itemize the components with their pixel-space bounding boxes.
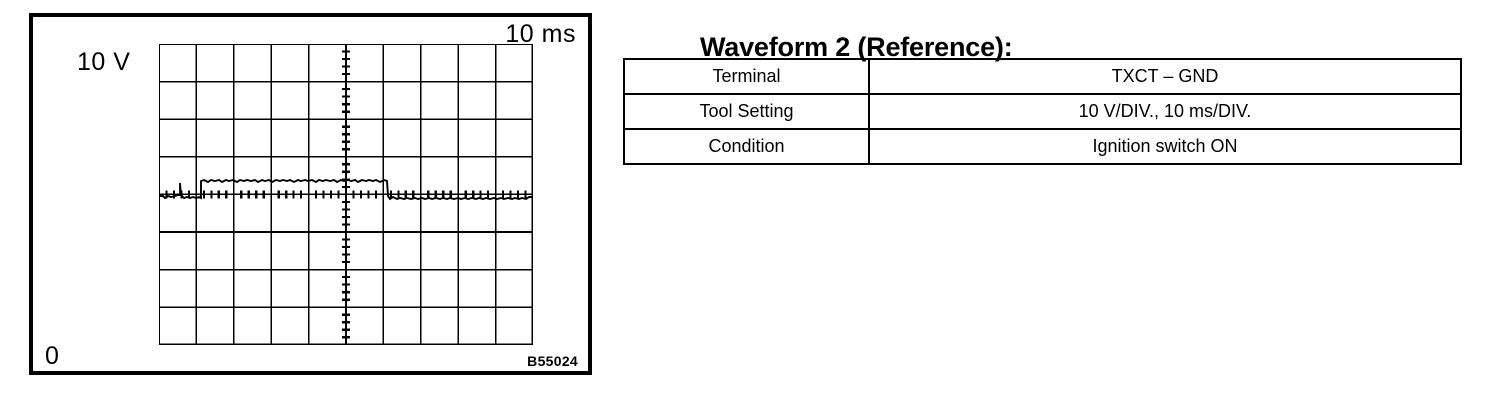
table-row: Terminal TXCT – GND [623,58,1462,95]
table-row: Tool Setting 10 V/DIV., 10 ms/DIV. [623,93,1462,130]
figure-code-label: B55024 [527,353,578,369]
volts-per-division-label: 10 V [77,48,131,76]
waveform-trace [159,178,532,201]
center-horizontal-axis [159,190,533,199]
row-value-tool-setting: 10 V/DIV., 10 ms/DIV. [868,93,1462,130]
waveform-spec-table: Terminal TXCT – GND Tool Setting 10 V/DI… [623,58,1462,165]
waveform-graticule [159,44,533,345]
oscilloscope-screen: 10 V 10 ms 0 B55024 [33,17,588,371]
waveform-info-pane: Waveform 2 (Reference): Terminal TXCT – … [623,0,1468,402]
zero-level-label: 0 [45,342,59,370]
row-label-condition: Condition [623,128,870,165]
spec-table-body: Terminal TXCT – GND Tool Setting 10 V/DI… [623,58,1462,165]
time-per-division-label: 10 ms [505,20,576,48]
page-title: Waveform 2 (Reference): [700,32,1013,63]
row-label-tool-setting: Tool Setting [623,93,870,130]
table-row: Condition Ignition switch ON [623,128,1462,165]
oscilloscope-panel: 10 V 10 ms 0 B55024 [29,13,592,375]
waveform-plot [159,44,533,345]
row-value-terminal: TXCT – GND [868,58,1462,95]
row-value-condition: Ignition switch ON [868,128,1462,165]
row-label-terminal: Terminal [623,58,870,95]
